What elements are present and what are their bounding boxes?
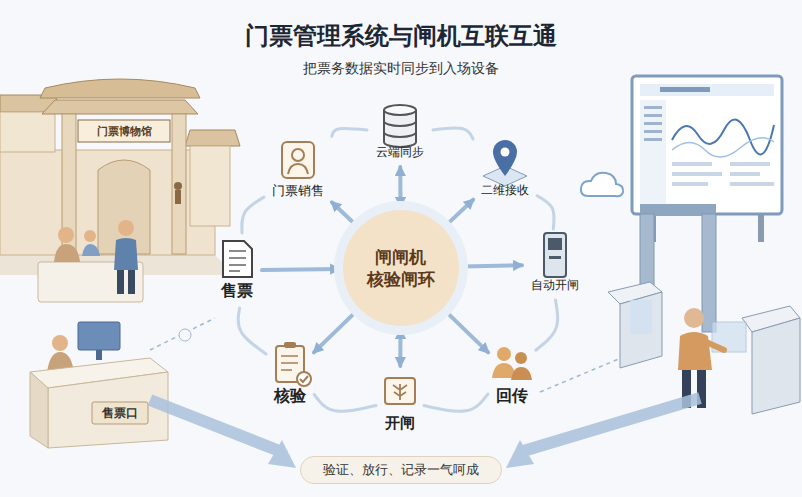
spoke-arrow	[314, 311, 357, 352]
title-text: 门票管理系统与闸机互联互通	[0, 20, 802, 52]
spoke-arrow	[463, 265, 522, 266]
document-icon	[223, 241, 252, 277]
ring-arc	[314, 394, 376, 411]
museum-sign: 门票博物馆	[78, 120, 170, 142]
node-label: 回传	[496, 386, 528, 407]
return-node: 回传	[491, 342, 533, 409]
ticket-node: 售票	[216, 237, 258, 304]
sales-icon	[282, 142, 314, 178]
gate-machine	[608, 204, 800, 414]
node-label: 二维接收	[481, 182, 529, 199]
ring-arc	[537, 196, 554, 229]
node-label: 售票	[221, 281, 253, 302]
node-label: 云端同步	[376, 144, 424, 161]
cloud-symbol	[581, 173, 623, 197]
sync-node: 云端同步	[371, 100, 429, 163]
kiosk-icon	[544, 233, 566, 277]
museum-gate	[0, 79, 240, 275]
ring-arc	[238, 308, 266, 354]
counter-sign: 售票口	[92, 402, 148, 424]
hub-circle: 闸闸机 核验闸环	[343, 210, 459, 326]
verify-node: 核验	[269, 342, 311, 409]
open-node: 开闸	[380, 370, 420, 435]
node-label: 核验	[274, 386, 306, 407]
ring-arc	[242, 197, 264, 233]
ring-arc	[424, 394, 488, 411]
spoke-arrow	[262, 269, 339, 270]
link-dot	[179, 329, 191, 341]
node-label: 自动开闸	[531, 277, 579, 294]
clipboard-icon	[276, 342, 311, 386]
node-label: 开闸	[385, 414, 415, 433]
database-icon	[384, 105, 416, 147]
open-auto-node: 自动开闸	[526, 233, 584, 296]
spoke-arrow	[446, 311, 489, 352]
spoke-arrow	[446, 200, 473, 226]
ring-arc	[332, 128, 367, 136]
caption-pill: 验证、放行、记录一气呵成	[300, 456, 502, 484]
spoke-arrow	[398, 330, 402, 366]
receive-node: 二维接收	[476, 138, 534, 201]
sales-node: 门票销售	[267, 138, 329, 202]
spoke-arrow	[332, 202, 356, 225]
spoke-arrow	[398, 167, 402, 206]
ring-arc	[433, 128, 473, 139]
node-label: 闸闸机 核验闸环	[364, 246, 439, 290]
ticket-counter	[30, 322, 168, 448]
open-gate-icon	[385, 378, 415, 404]
ticket-desk	[38, 220, 143, 302]
qr-receive-icon	[483, 140, 527, 186]
node-label: 门票销售	[272, 182, 324, 200]
ring-arc	[536, 300, 558, 350]
persons-icon	[492, 347, 532, 380]
subtitle-text: 把票务数据实时同步到入场设备	[0, 58, 802, 80]
